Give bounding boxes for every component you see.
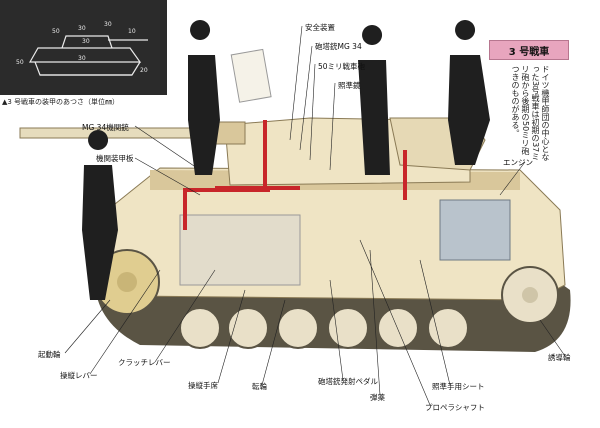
inset-label-5: 30 <box>78 55 86 62</box>
label-mg34-hull: MG 34機関銃 <box>82 123 129 132</box>
description-text: ドイツ機甲師団の中心となった3号戦車は初期の37ミリ砲から後期の50ミリ砲つきの… <box>511 65 550 161</box>
inset-caption: ▲3 号戦車の装甲のあつさ（単位㎜） <box>2 98 120 106</box>
inset-label-0: 50 <box>52 28 60 35</box>
inset-label-6: 50 <box>16 59 24 66</box>
label-ammo: 弾薬 <box>370 393 385 402</box>
leader-lines <box>64 25 566 406</box>
armor-inset-silhouette: 50 30 30 10 30 30 50 20 <box>16 21 148 76</box>
label-gunner-seat: 照準手用シート <box>432 382 485 391</box>
label-engine: エンジン <box>503 158 533 167</box>
label-clutch-lever: クラッチレバー <box>118 358 171 367</box>
armor-thickness-inset: 50 30 30 10 30 30 50 20 <box>0 0 167 95</box>
label-idler-wheel: 誘導輪 <box>548 353 571 362</box>
label-drive-wheel: 起動輪 <box>38 350 61 359</box>
title-box: 3 号戦車 <box>489 40 569 60</box>
label-road-wheel: 転輪 <box>252 382 267 391</box>
label-gun-50mm: 50ミリ戦車砲 <box>318 62 366 71</box>
inset-label-4: 30 <box>82 38 90 45</box>
inset-label-2: 30 <box>104 21 112 28</box>
hull <box>99 167 566 301</box>
label-steering-lever: 操縦レバー <box>60 371 98 380</box>
label-propeller-shaft: プロペラシャフト <box>425 403 485 412</box>
inset-label-3: 10 <box>128 28 136 35</box>
label-firing-pedal: 砲塔銃発射ペダル <box>318 377 378 386</box>
label-hull-armor: 機関装甲板 <box>96 154 134 163</box>
road-wheels <box>179 307 469 349</box>
map-sheet <box>230 48 272 103</box>
label-sight: 照準鏡 <box>338 81 361 90</box>
idler-wheel <box>501 266 559 324</box>
label-coax-mg34: 砲塔銃MG 34 <box>315 42 362 51</box>
label-driver-seat: 操縦手席 <box>188 381 218 390</box>
armor-outline <box>183 120 407 230</box>
inset-label-1: 30 <box>78 25 86 32</box>
label-safety-device: 安全装置 <box>305 23 335 32</box>
inset-label-7: 20 <box>140 67 148 74</box>
crew-figures <box>82 20 490 300</box>
